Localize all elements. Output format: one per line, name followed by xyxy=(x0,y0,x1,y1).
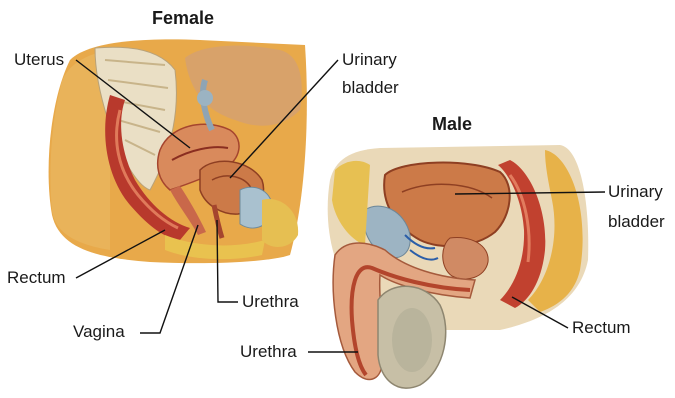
male-bladder-label-line2: bladder xyxy=(608,212,665,232)
male-title: Male xyxy=(432,114,472,134)
female-uterus-label: Uterus xyxy=(14,50,64,70)
female-title: Female xyxy=(152,8,214,28)
female-vagina-label: Vagina xyxy=(73,322,125,342)
male-bladder-label-line1: Urinary xyxy=(608,182,663,202)
female-ovary xyxy=(197,90,213,106)
male-testis xyxy=(392,308,432,372)
female-section xyxy=(49,39,307,263)
female-rectum-label: Rectum xyxy=(7,268,66,288)
male-urethra-label: Urethra xyxy=(240,342,297,362)
male-rectum-label: Rectum xyxy=(572,318,631,338)
female-urethra-label: Urethra xyxy=(242,292,299,312)
male-section xyxy=(328,145,589,388)
female-bladder-label-line1: Urinary xyxy=(342,50,397,70)
female-bladder-label-line2: bladder xyxy=(342,78,399,98)
